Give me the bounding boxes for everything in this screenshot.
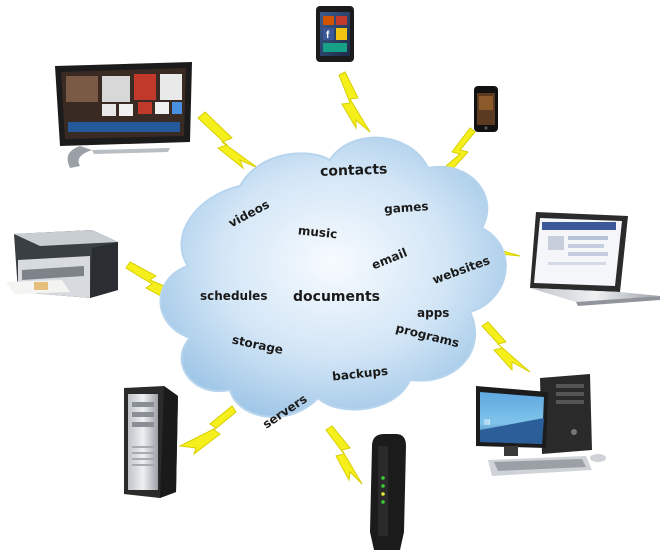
lightning-bolt-icon — [338, 71, 371, 133]
cloud-term-apps: apps — [417, 306, 449, 320]
cloud-term-schedules: schedules — [200, 289, 267, 303]
printer-icon — [6, 230, 118, 298]
cloud-term-music: music — [297, 223, 338, 241]
modem-icon — [370, 434, 406, 550]
cloud-term-backups: backups — [332, 364, 389, 384]
cloud-term-documents: documents — [293, 289, 380, 305]
laptop-icon — [530, 212, 660, 306]
cloud-shape — [159, 136, 507, 418]
tablet-icon: f — [316, 6, 354, 62]
smart-tv-icon — [55, 62, 192, 168]
lightning-bolt-icon — [325, 425, 363, 485]
lightning-bolt-icon — [197, 111, 259, 170]
smartphone-icon — [474, 86, 498, 132]
tablet-screen-letter: f — [326, 30, 330, 41]
desktop-clock-glyph: ▤ — [484, 419, 491, 426]
lightning-bolt-icon — [481, 321, 531, 373]
desktop-pc-icon: ▤ — [476, 374, 606, 476]
lightning-bolt-icon — [178, 405, 237, 456]
cloud-term-contacts: contacts — [320, 162, 388, 180]
server-tower-icon — [124, 386, 178, 498]
cloud-term-games: games — [384, 199, 429, 216]
